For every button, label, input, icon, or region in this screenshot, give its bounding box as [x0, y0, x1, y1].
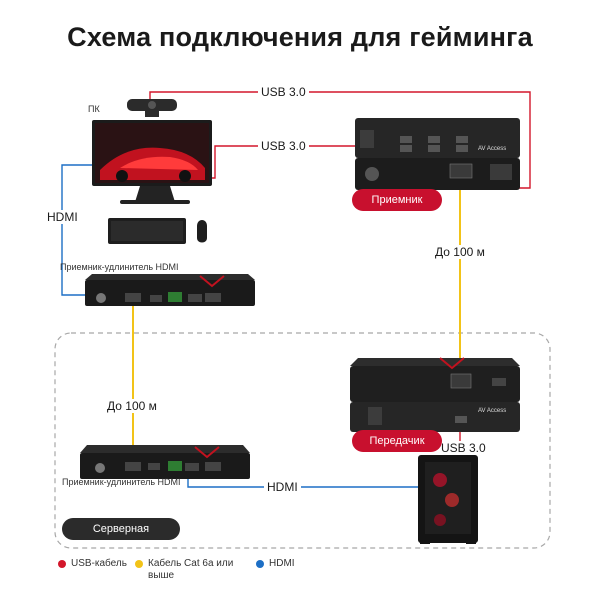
transmitter-brand-label: AV Access [478, 408, 507, 414]
legend-hdmi-dot [256, 560, 264, 568]
receiver-badge: Приемник [352, 189, 442, 211]
transmitter-device [350, 357, 520, 432]
extender-top-label: Приемник-удлинитель HDMI [60, 262, 179, 272]
extender-bottom-device [80, 445, 250, 479]
extender-top-device [85, 274, 255, 306]
transmitter-badge: Передачик [352, 430, 442, 452]
monitor [92, 120, 212, 204]
legend-usb-dot [58, 560, 66, 568]
legend-cat: Кабель Cat 6a или выше [135, 558, 255, 582]
usb-cable-webcam [149, 91, 531, 189]
legend-usb-text: USB-кабель [71, 558, 127, 569]
server-room-badge: Серверная [62, 518, 180, 540]
hdmi-left-label: HDMI [44, 210, 81, 224]
distance-right-label: До 100 м [432, 245, 488, 259]
legend-usb: USB-кабель [58, 558, 127, 569]
legend-cat-text: Кабель Cat 6a или выше [148, 558, 234, 581]
page-title: Схема подключения для гейминга [67, 22, 533, 52]
keyboard [108, 218, 186, 244]
receiver-brand-label: AV Access [478, 146, 507, 152]
mouse [197, 220, 207, 243]
distance-left-label: До 100 м [104, 399, 160, 413]
usb-top-label: USB 3.0 [258, 85, 309, 99]
usb-mid-label: USB 3.0 [258, 139, 309, 153]
receiver-device [355, 118, 520, 190]
usb-bottom-label: USB 3.0 [438, 441, 489, 455]
legend-cat-dot [135, 560, 143, 568]
gaming-pc-tower [418, 455, 478, 544]
hdmi-bottom-label: HDMI [264, 480, 301, 494]
pc-label: ПК [88, 104, 100, 114]
extender-bottom-label: Приемник-удлинитель HDMI [62, 477, 181, 487]
server-room-boundary [54, 332, 551, 549]
legend-hdmi: HDMI [256, 558, 295, 569]
legend-hdmi-text: HDMI [269, 558, 295, 569]
webcam [127, 99, 177, 117]
